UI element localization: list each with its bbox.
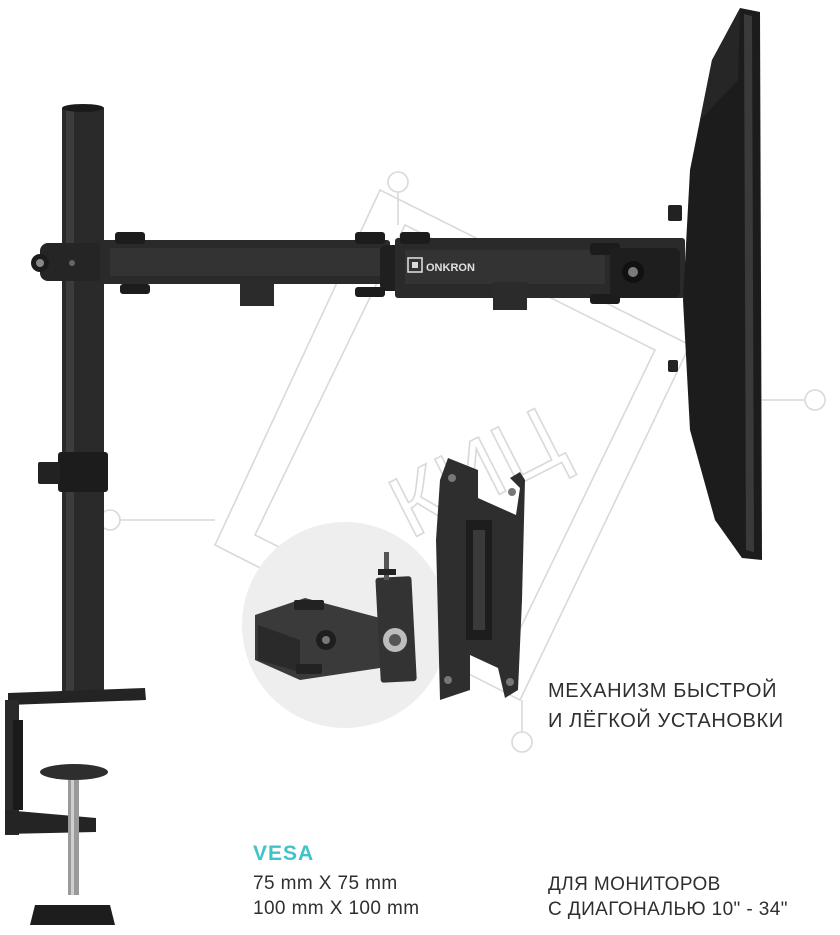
vesa-size-100: 100 mm X 100 mm [253,898,420,919]
pole [38,104,108,693]
quick-install-line2: И ЛЁГКОЙ УСТАНОВКИ [548,710,784,732]
vesa-size-75: 75 mm X 75 mm [253,873,398,894]
quick-install-line1: МЕХАНИЗМ БЫСТРОЙ [548,680,778,702]
onkron-logo: ONKRON [407,257,475,274]
quick-mount-detail [242,522,448,728]
monitor-size-line1: ДЛЯ МОНИТОРОВ [548,874,721,895]
onkron-logo-icon [407,257,423,273]
logo-text: ONKRON [426,262,475,274]
monitor-size-caption: ДЛЯ МОНИТОРОВ С ДИАГОНАЛЬЮ 10" - 34" [548,872,788,922]
vesa-plate [436,458,525,700]
monitor-arm: ONKRON [31,232,685,310]
quick-install-caption: МЕХАНИЗМ БЫСТРОЙ И ЛЁГКОЙ УСТАНОВКИ [548,676,784,736]
monitor-size-line2: С ДИАГОНАЛЬЮ 10" - 34" [548,899,788,920]
monitor [668,8,762,560]
vesa-title: VESA [253,842,315,865]
desk-clamp [5,688,146,925]
